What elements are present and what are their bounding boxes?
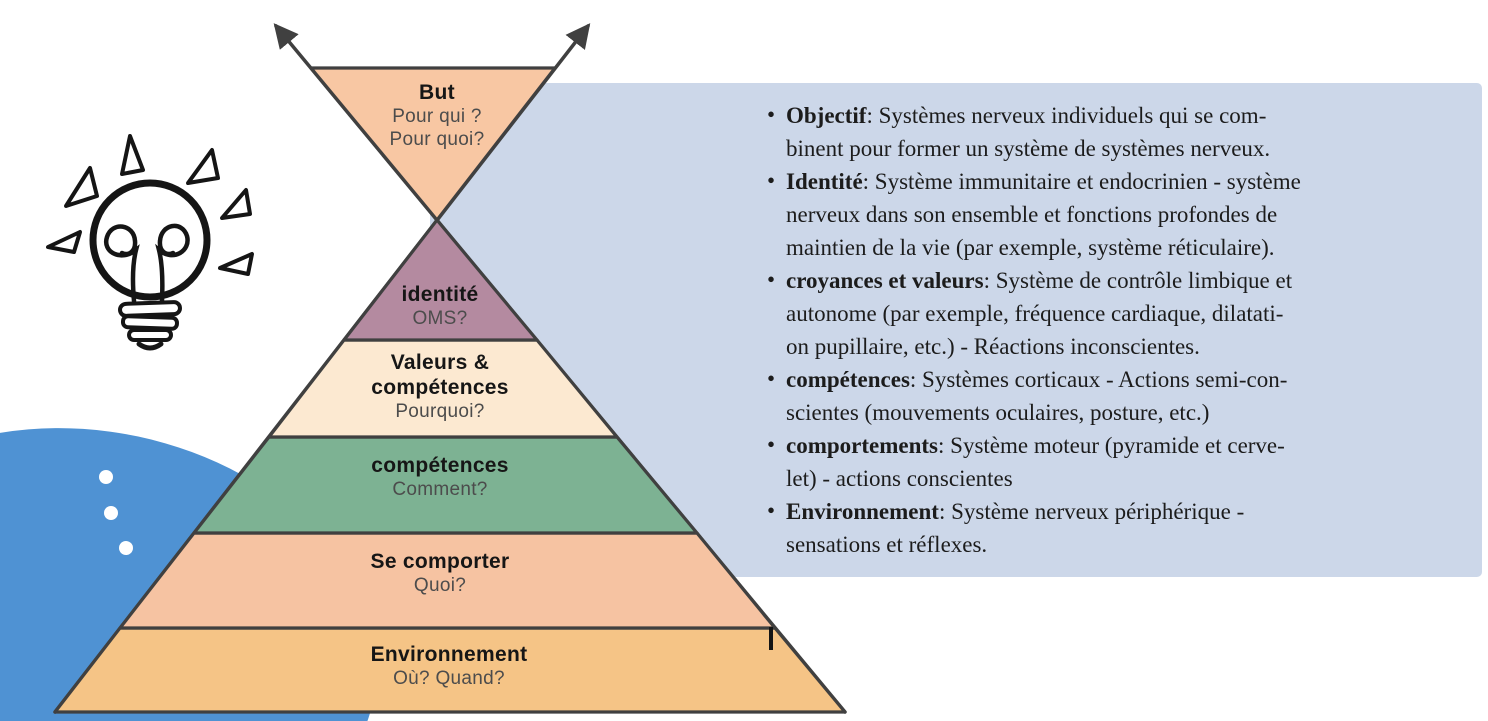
bullet-line: : Systèmes corticaux - Actions semi-con- [909,367,1288,392]
level-question: Pour quoi? [389,129,485,150]
pyramid-level-but-shape [309,66,557,222]
level-title: Se comporter [370,550,510,573]
bullet-term: comportements [786,433,939,458]
bullet-item-objectif: • Objectif: Systèmes nerveux individuels… [767,99,1486,165]
bullet-item-environnement: • Environnement: Système nerveux périphé… [767,495,1486,561]
bullet-marker: • [767,432,776,457]
bullet-line: on pupillaire, etc.) - Réactions inconsc… [786,334,1200,359]
bullet-item-comportements: • comportements: Système moteur (pyramid… [767,429,1486,495]
blob-dot [99,470,113,484]
pyramid-label-environnement: Environnement Où? Quand? [371,642,528,690]
bullet-line: : Systèmes nerveux individuels qui se co… [866,103,1267,128]
pyramid-level-identite-shape [342,218,539,342]
bullet-line: : Système de contrôle limbique et [983,268,1293,293]
pyramid-label-competences: compétences Comment? [371,453,509,501]
bullet-line: sensations et réflexes. [786,532,988,557]
level-title: compétences [371,376,509,399]
bullet-term: Objectif [786,103,867,128]
level-question: Pourquoi? [395,401,485,422]
bullet-marker: • [767,267,776,292]
bullet-marker: • [767,498,776,523]
lightbulb-icon [46,134,254,351]
pyramid-label-valeurs-competences: Valeurs & compétences Pourquoi? [371,350,509,423]
level-question: Comment? [392,479,488,500]
bullet-marker: • [767,168,776,193]
info-panel-text: • Objectif: Systèmes nerveux individuels… [767,99,1486,561]
bullet-item-croyances-et-valeurs: • croyances et valeurs: Système de contr… [767,264,1486,363]
bullet-list: • Objectif: Systèmes nerveux individuels… [767,99,1486,561]
bullet-term: Identité [786,169,863,194]
bullet-line: : Système moteur (pyramide et cerve- [938,433,1285,458]
level-question: Quoi? [413,575,467,596]
bullet-marker: • [767,366,776,391]
bullet-term: compétences [786,367,910,392]
level-title: Environnement [370,643,528,666]
bullet-line: let) - actions conscientes [786,466,1013,491]
level-title: compétences [371,454,509,477]
pyramid-label-but: But Pour qui ? Pour quoi? [390,80,485,151]
bullet-marker: • [767,102,776,127]
bullet-item-identite: • Identité: Système immunitaire et endoc… [767,165,1486,264]
level-question: OMS? [412,308,468,329]
blob-dot [104,506,118,520]
level-title: identité [401,283,479,306]
bullet-item-competences: • compétences: Systèmes corticaux - Acti… [767,363,1486,429]
bullet-line: scientes (mouvements oculaires, posture,… [786,400,1210,425]
bullet-line: binent pour former un système de système… [786,136,1271,161]
info-panel-background [430,83,1482,577]
bullet-term: Environnement [786,499,939,524]
level-question: Pour qui ? [392,106,482,127]
bullet-line: : Système nerveux périphérique - [938,499,1245,524]
bullet-line: maintien de la vie (par exemple, système… [786,235,1275,260]
bullet-line: : Système immunitaire et endocrinien - s… [862,169,1301,194]
bullet-line: autonome (par exemple, fréquence cardiaq… [786,301,1284,326]
level-title: Valeurs & [390,351,490,374]
level-title: But [419,81,455,104]
pyramid-label-se-comporter: Se comporter Quoi? [371,549,510,597]
level-question: Où? Quand? [393,668,505,689]
blob-dot [119,541,133,555]
bullet-line: nerveux dans son ensemble et fonctions p… [786,202,1278,227]
pyramid-label-identite: identité OMS? [401,282,478,330]
bullet-term: croyances et valeurs [786,268,984,293]
